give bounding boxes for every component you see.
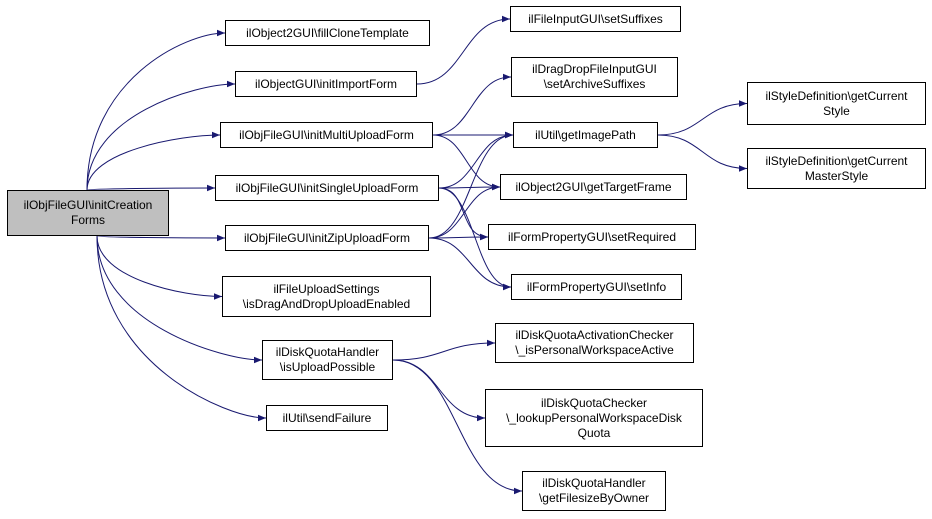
node-setsuffixes[interactable]: ilFileInputGUI\setSuffixes: [510, 6, 681, 32]
node-singleupload[interactable]: ilObjFileGUI\initSingleUploadForm: [215, 175, 439, 201]
node-dnd[interactable]: ilFileUploadSettings \isDragAndDropUploa…: [222, 276, 431, 317]
edge-zipupload-to-getimagepath: [428, 131, 514, 239]
node-getcurrentstyle[interactable]: ilStyleDefinition\getCurrent Style: [747, 82, 926, 125]
node-filesizebyowner[interactable]: ilDiskQuotaHandler \getFilesizeByOwner: [522, 471, 666, 511]
edge-singleupload-to-setrequired: [438, 187, 489, 241]
node-setinfo[interactable]: ilFormPropertyGUI\setInfo: [511, 274, 682, 300]
edge-zipupload-to-setinfo: [428, 237, 512, 291]
edge-getimagepath-to-getcurrentmaster: [657, 134, 748, 172]
edge-zipupload-to-setrequired: [428, 233, 489, 241]
edge-root-to-fillclone: [86, 29, 226, 191]
edge-multiupload-to-gettargetframe: [432, 134, 501, 191]
edge-root-to-dnd: [96, 235, 223, 300]
edge-quotahandler-to-personalws: [392, 339, 496, 361]
edge-root-to-singleupload: [86, 184, 216, 192]
node-lookupquota[interactable]: ilDiskQuotaChecker \_lookupPersonalWorks…: [485, 389, 703, 447]
edge-root-to-importform: [86, 80, 236, 191]
node-fillclone[interactable]: ilObject2GUI\fillCloneTemplate: [225, 20, 430, 46]
edge-singleupload-to-getimagepath: [438, 131, 514, 189]
node-getimagepath[interactable]: ilUtil\getImagePath: [513, 122, 658, 148]
node-root[interactable]: ilObjFileGUI\initCreation Forms: [7, 190, 169, 236]
node-gettargetframe[interactable]: ilObject2GUI\getTargetFrame: [500, 174, 687, 200]
node-multiupload[interactable]: ilObjFileGUI\initMultiUploadForm: [220, 122, 433, 148]
edge-root-to-multiupload: [86, 131, 221, 191]
node-archivesuffixes[interactable]: ilDragDropFileInputGUI \setArchiveSuffix…: [511, 57, 678, 97]
edge-root-to-quotahandler: [96, 235, 263, 364]
edge-zipupload-to-gettargetframe: [428, 183, 501, 239]
edge-getimagepath-to-getcurrentstyle: [657, 100, 748, 136]
node-personalws[interactable]: ilDiskQuotaActivationChecker \_isPersona…: [495, 323, 694, 363]
node-quotahandler[interactable]: ilDiskQuotaHandler \isUploadPossible: [262, 340, 393, 380]
node-setrequired[interactable]: ilFormPropertyGUI\setRequired: [488, 224, 696, 250]
edge-importform-to-setsuffixes: [416, 15, 511, 85]
edge-quotahandler-to-filesizebyowner: [392, 359, 523, 495]
edge-root-to-sendfailure: [96, 235, 267, 422]
edge-root-to-zipupload: [96, 234, 226, 242]
node-sendfailure[interactable]: ilUtil\sendFailure: [266, 405, 388, 431]
node-zipupload[interactable]: ilObjFileGUI\initZipUploadForm: [225, 225, 429, 251]
node-getcurrentmaster[interactable]: ilStyleDefinition\getCurrent MasterStyle: [747, 148, 926, 189]
edge-quotahandler-to-lookupquota: [392, 359, 486, 422]
edge-multiupload-to-archivesuffixes: [432, 73, 512, 136]
node-importform[interactable]: ilObjectGUI\initImportForm: [235, 71, 417, 97]
